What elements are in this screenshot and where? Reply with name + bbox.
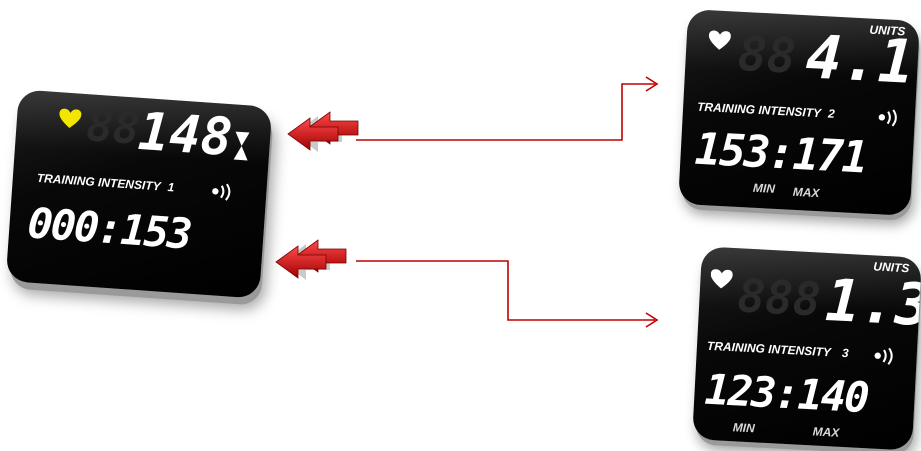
double-arrow-icon	[275, 239, 347, 280]
training-intensity-label: TRAINING INTENSITY	[36, 170, 161, 194]
main-ghost-digits: 88	[84, 100, 142, 155]
min-label: MIN	[752, 180, 776, 196]
main-ghost-digits: 88	[736, 25, 798, 85]
connector-bottom	[356, 260, 655, 321]
training-intensity-level: 1	[167, 180, 175, 195]
bottom-value: 153:171	[693, 123, 868, 184]
training-intensity-label: TRAINING INTENSITY	[696, 99, 822, 121]
signal-icon	[874, 347, 893, 365]
training-intensity-label: TRAINING INTENSITY	[706, 338, 831, 360]
connector-top	[356, 83, 655, 141]
connector-bottom-arrowhead	[645, 312, 659, 328]
min-label: MIN	[732, 420, 756, 436]
main-ghost-digits: 888	[736, 268, 823, 327]
max-label: MAX	[812, 424, 840, 440]
device-bottom-right: UNITS 888 1.3 TRAINING INTENSITY 3 123:1…	[692, 246, 921, 451]
double-arrow-icon	[287, 111, 359, 152]
signal-icon	[878, 109, 897, 127]
heart-icon	[710, 269, 733, 289]
main-value: 1.3	[823, 265, 921, 340]
training-intensity-level: 2	[827, 106, 836, 121]
max-label: MAX	[792, 184, 820, 201]
device-left: 88 148 TRAINING INTENSITY 1 000:153	[5, 89, 273, 299]
bottom-value: 123:140	[703, 364, 869, 423]
device-top-right: UNITS 88 4.1 TRAINING INTENSITY 2 153:17…	[678, 9, 920, 216]
heart-icon	[59, 108, 82, 128]
bottom-value: 000:153	[26, 198, 193, 259]
signal-icon	[212, 183, 231, 201]
main-value: 148	[136, 101, 235, 169]
training-intensity-level: 3	[841, 345, 850, 361]
main-value: 4.1	[804, 22, 916, 98]
connector-top-arrowhead	[645, 76, 659, 92]
heart-icon	[708, 30, 731, 50]
hourglass-icon	[233, 131, 250, 161]
